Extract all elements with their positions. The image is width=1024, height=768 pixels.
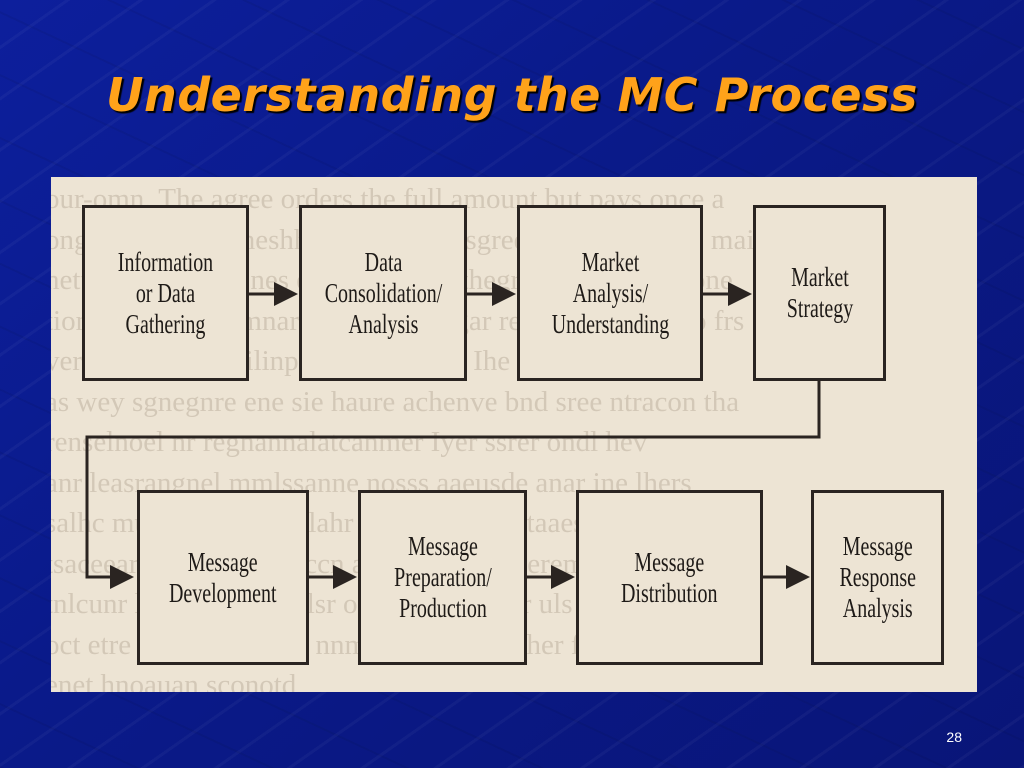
- step-label: Market Analysis/ Understanding: [551, 246, 669, 339]
- step-message-development: Message Development: [137, 490, 309, 665]
- flow-arrows: [85, 282, 821, 589]
- step-market-strategy: Market Strategy: [753, 205, 886, 381]
- step-label: Message Preparation/ Production: [393, 531, 492, 623]
- step-label: Market Strategy: [786, 262, 853, 323]
- step-market-analysis: Market Analysis/ Understanding: [517, 205, 703, 381]
- step-information-gathering: Information or Data Gathering: [82, 205, 249, 381]
- step-label: Message Distribution: [621, 546, 718, 608]
- step-message-response: Message Response Analysis: [811, 490, 944, 665]
- step-label: Message Development: [169, 546, 277, 608]
- step-label: Data Consolidation/ Analysis: [324, 246, 442, 339]
- slide-title: Understanding the MC Process: [106, 68, 918, 122]
- process-flow-diagram: our-omn. The agree orders the full amoun…: [51, 177, 977, 692]
- page-number: 28: [946, 729, 962, 745]
- step-data-consolidation: Data Consolidation/ Analysis: [299, 205, 467, 381]
- step-label: Information or Data Gathering: [117, 246, 214, 339]
- arrow-4-to-5: [85, 381, 821, 589]
- step-message-preparation: Message Preparation/ Production: [358, 490, 527, 665]
- step-message-distribution: Message Distribution: [576, 490, 763, 665]
- step-label: Message Response Analysis: [839, 531, 916, 623]
